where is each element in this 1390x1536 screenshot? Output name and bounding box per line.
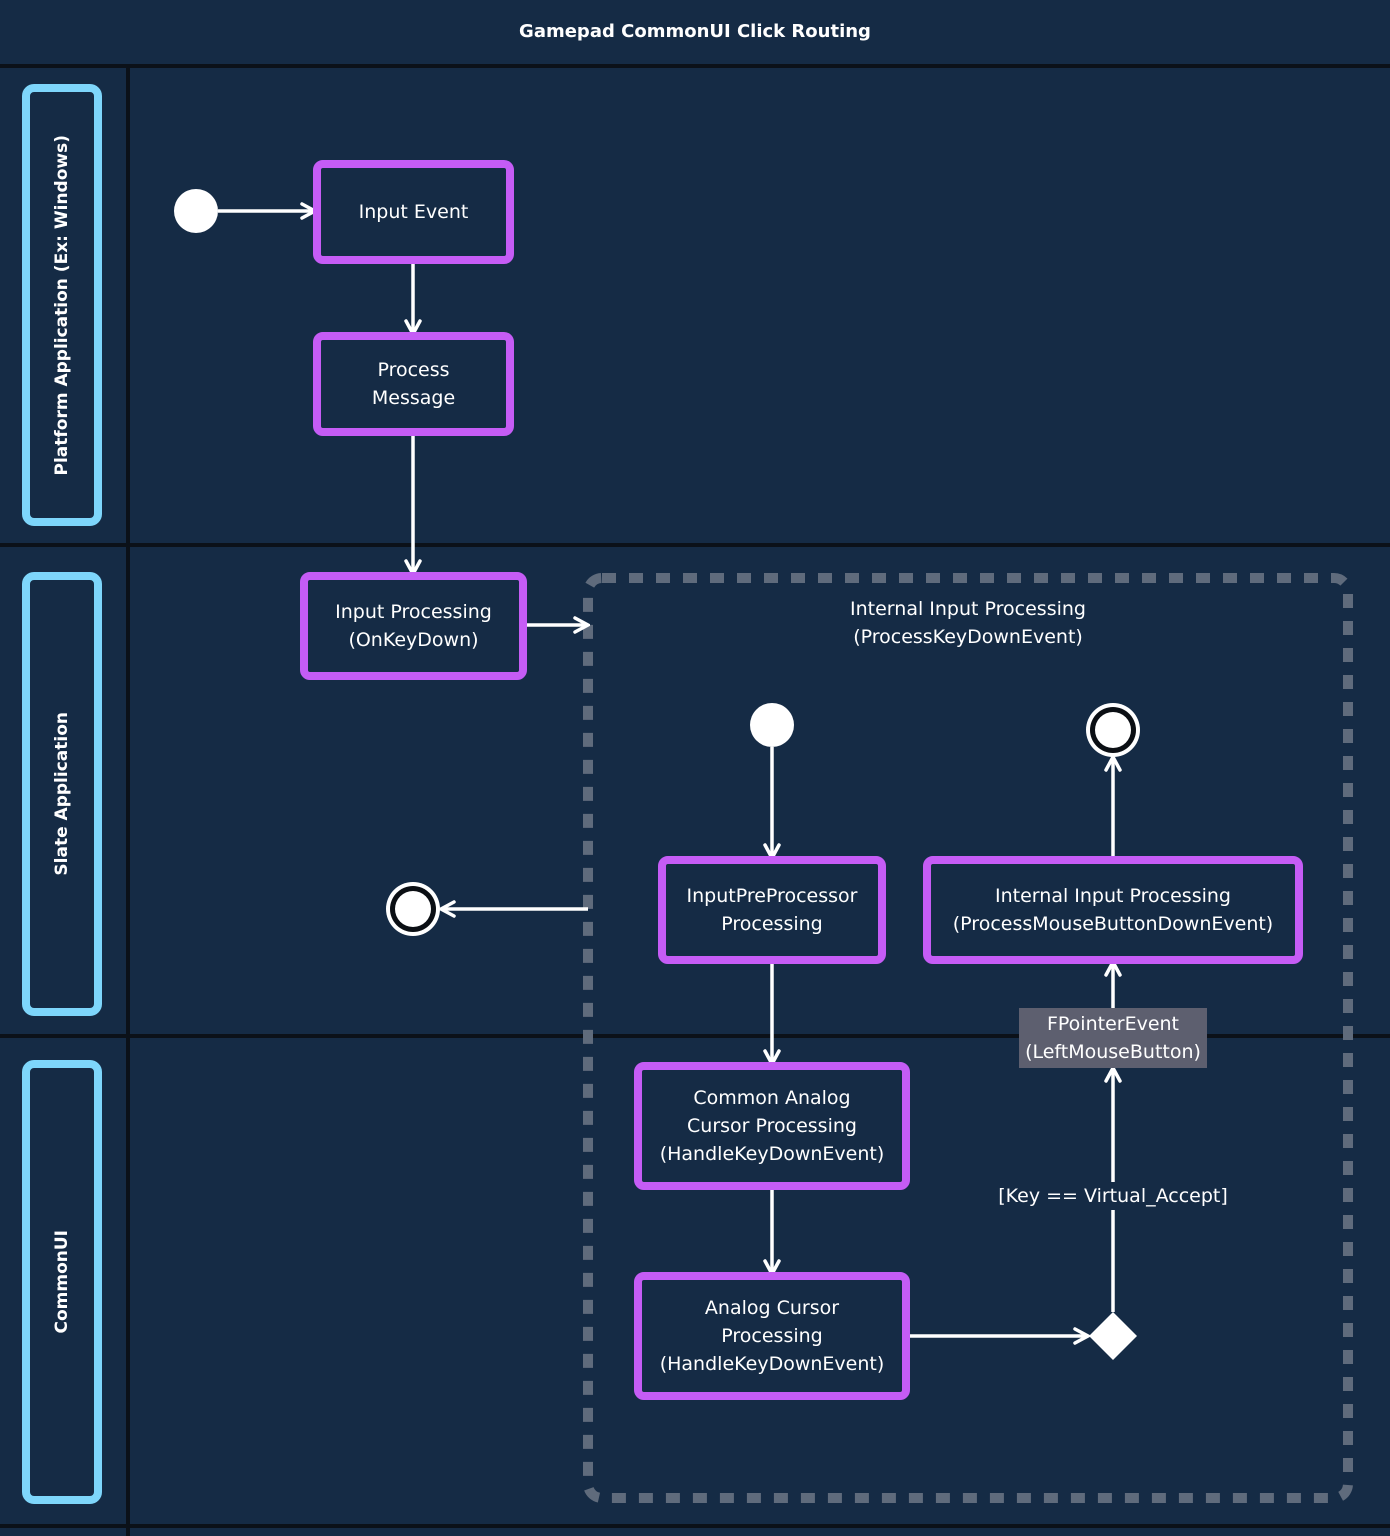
action-input-preprocessor: InputPreProcessor Processing — [658, 856, 886, 964]
node-label-line: Input Processing — [335, 601, 492, 623]
object-node-fpointerevent: FPointerEvent (LeftMouseButton) — [1019, 1008, 1207, 1068]
object-node-line: FPointerEvent — [1046, 1013, 1180, 1035]
action-input-event: Input Event — [313, 160, 514, 264]
node-label-line: Message — [371, 387, 456, 409]
node-label-line: Common Analog — [693, 1087, 851, 1109]
node-label-line: Cursor Processing — [687, 1115, 857, 1137]
node-label-line: (HandleKeyDownEvent) — [659, 1353, 885, 1375]
node-label-line: Input Event — [358, 201, 469, 223]
initial-node — [174, 189, 218, 233]
object-node-line: (LeftMouseButton) — [1025, 1041, 1201, 1063]
node-label-line: Internal Input Processing — [995, 885, 1231, 907]
node-label-line: Analog Cursor — [704, 1297, 840, 1319]
region-label: Internal Input Processing (ProcessKeyDow… — [768, 595, 1168, 651]
action-common-analog-cursor: Common Analog Cursor Processing (HandleK… — [634, 1062, 910, 1190]
swimlane-slate-application: Slate Application — [22, 572, 102, 1016]
region-label-line: (ProcessKeyDownEvent) — [853, 626, 1083, 648]
swimlane-commonui: CommonUI — [22, 1060, 102, 1504]
node-label-line: Processing — [721, 913, 823, 935]
region-label-line: Internal Input Processing — [850, 598, 1086, 620]
region-final-node — [1086, 703, 1140, 757]
swimlane-platform-application: Platform Application (Ex: Windows) — [22, 84, 102, 526]
swimlane-label: Slate Application — [52, 712, 72, 876]
node-label-line: (OnKeyDown) — [348, 629, 479, 651]
diagram-title: Gamepad CommonUI Click Routing — [519, 21, 871, 42]
node-label-line: Processing — [721, 1325, 823, 1347]
action-internal-mouse-processing: Internal Input Processing (ProcessMouseB… — [923, 856, 1303, 964]
decision-node — [1089, 1312, 1137, 1360]
node-label-line: (HandleKeyDownEvent) — [659, 1143, 885, 1165]
guard-condition: [Key == Virtual_Accept] — [993, 1182, 1233, 1210]
internal-input-processing-region — [583, 573, 1353, 1503]
swimlane-label: CommonUI — [52, 1230, 72, 1334]
action-analog-cursor: Analog Cursor Processing (HandleKeyDownE… — [634, 1272, 910, 1400]
final-node-center — [1095, 712, 1131, 748]
action-process-message: Process Message — [313, 332, 514, 436]
final-node — [386, 882, 440, 936]
region-initial-node — [750, 703, 794, 747]
node-label-line: (ProcessMouseButtonDownEvent) — [952, 913, 1274, 935]
final-node-center — [395, 891, 431, 927]
node-label-line: Process — [377, 359, 450, 381]
node-label-line: InputPreProcessor — [686, 885, 858, 907]
swimlane-label: Platform Application (Ex: Windows) — [52, 134, 72, 476]
action-input-processing: Input Processing (OnKeyDown) — [300, 572, 527, 680]
